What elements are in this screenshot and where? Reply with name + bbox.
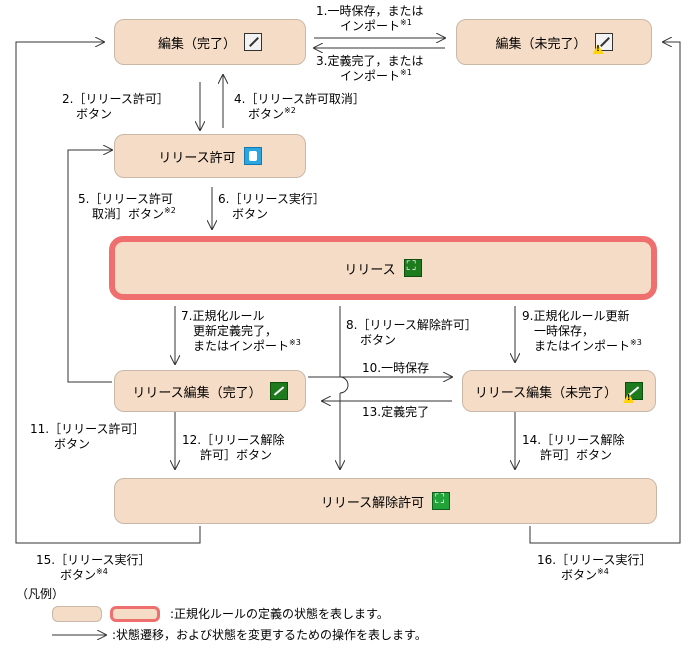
state-edit-done: 編集（完了） — [114, 19, 306, 65]
arrow-16 — [529, 42, 681, 544]
state-release-edit-undone-label: リリース編集（未完了） — [474, 385, 618, 401]
state-release-edit-done: リリース編集（完了） — [114, 370, 306, 412]
edit-warning-icon — [594, 33, 613, 51]
state-release: リリース — [109, 236, 657, 300]
arrow-5 — [67, 150, 112, 383]
state-release-permit: リリース許可 — [114, 134, 306, 178]
state-release-edit-undone: リリース編集（未完了） — [462, 370, 656, 412]
label-t16: 16.［リリース実行］ ボタン※4 — [537, 553, 652, 582]
state-release-edit-done-label: リリース編集（完了） — [132, 385, 262, 401]
arrow-15 — [15, 42, 201, 544]
legend-title: （凡例） — [16, 587, 65, 601]
label-t3: 3.定義完了，または インポート※1 — [316, 54, 424, 83]
label-t14: 14.［リリース解除 許可］ボタン — [522, 433, 625, 462]
label-t2: 2.［リリース許可］ ボタン — [62, 92, 169, 121]
label-t10: 10.一時保存 — [362, 361, 430, 375]
release-edit-warning-icon — [625, 382, 644, 400]
release-unpermit-icon — [432, 492, 451, 510]
label-t13: 13.定義完了 — [362, 405, 430, 419]
legend-state-desc: :正規化ルールの定義の状態を表します。 — [170, 607, 389, 621]
state-edit-undone: 編集（未完了） — [456, 19, 652, 65]
state-edit-done-label: 編集（完了） — [157, 36, 236, 52]
label-t6: 6.［リリース実行］ ボタン — [218, 192, 325, 221]
legend-arrow-desc: :状態遷移，および状態を変更するための操作を表します。 — [112, 628, 427, 642]
label-t5: 5.［リリース許可 取消］ボタン※2 — [78, 192, 176, 221]
state-release-label: リリース — [344, 262, 396, 278]
label-t1: 1.一時保存，または インポート※1 — [316, 4, 424, 33]
release-permit-icon — [243, 147, 262, 165]
release-icon — [403, 259, 422, 277]
state-release-permit-label: リリース許可 — [158, 150, 236, 166]
state-edit-undone-label: 編集（未完了） — [495, 36, 587, 52]
state-release-unpermit-label: リリース解除許可 — [320, 495, 425, 511]
label-t11: 11.［リリース許可］ ボタン — [30, 422, 145, 451]
legend-state-box — [52, 606, 102, 622]
label-t15: 15.［リリース実行］ ボタン※4 — [36, 553, 151, 582]
label-t7: 7.正規化ルール 更新定義完了， またはインポート※3 — [181, 309, 301, 353]
release-edit-icon — [269, 382, 288, 400]
label-t8: 8.［リリース解除許可］ ボタン — [346, 318, 477, 347]
legend-highlight-box — [110, 606, 160, 622]
state-release-unpermit: リリース解除許可 — [114, 478, 657, 524]
label-t4: 4.［リリース許可取消］ ボタン※2 — [234, 92, 365, 121]
label-t9: 9.正規化ルール更新 一時保存， またはインポート※3 — [522, 309, 642, 353]
label-t12: 12.［リリース解除 許可］ボタン — [182, 433, 285, 462]
edit-icon — [244, 33, 262, 51]
